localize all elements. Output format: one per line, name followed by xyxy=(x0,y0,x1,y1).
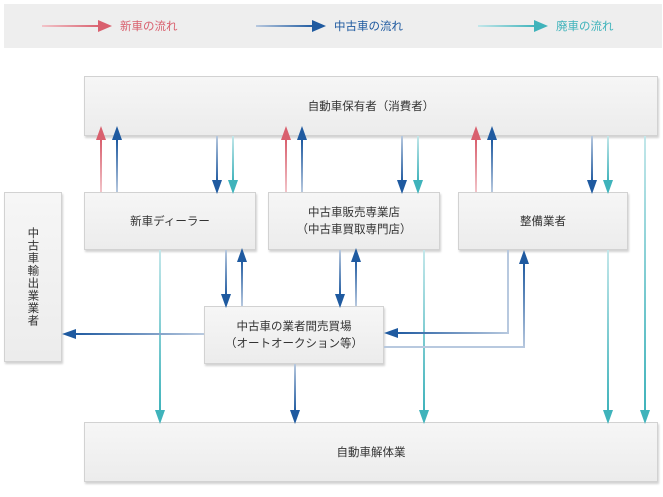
legend-new-car-arrow-icon xyxy=(42,20,112,32)
arrow-auction-to-exporter-used xyxy=(62,329,204,339)
arrow-shop-to-owner-new xyxy=(281,126,291,192)
arrow-auction-to-dealer-used xyxy=(237,248,247,306)
node-owner: 自動車保有者（消費者） xyxy=(84,76,658,136)
legend-used-car-arrow-icon xyxy=(256,20,326,32)
arrow-owner-to-dealer-used xyxy=(212,136,222,194)
arrow-shop-to-dismantler-scrap xyxy=(419,250,429,424)
node-used-shop: 中古車販売専業店 （中古車買取専門店） xyxy=(268,192,440,250)
arrow-shop-to-owner-used xyxy=(297,126,307,192)
node-auction-label: 中古車の業者間売買場 （オートオークション等） xyxy=(225,319,363,350)
node-dealer: 新車ディーラー xyxy=(84,192,256,250)
arrow-auction-to-shop-used xyxy=(351,248,361,306)
arrow-maint-to-auction-used xyxy=(384,250,509,338)
node-exporter: 中古車輸出業業者 xyxy=(4,192,62,362)
node-owner-label: 自動車保有者（消費者） xyxy=(307,98,435,113)
node-maintenance: 整備業者 xyxy=(458,192,628,250)
legend-scrap: 廃車の流れ xyxy=(478,4,614,48)
arrow-auction-to-maint-used xyxy=(384,250,529,348)
arrow-auction-to-dismantler-used xyxy=(290,364,300,424)
arrow-maint-to-dismantler-scrap xyxy=(603,250,613,424)
arrow-owner-to-maint-used xyxy=(587,136,597,194)
arrow-owner-to-dealer-scrap xyxy=(228,136,238,194)
arrow-shop-to-auction-used xyxy=(335,250,345,308)
node-exporter-label: 中古車輸出業業者 xyxy=(26,227,41,327)
node-auction: 中古車の業者間売買場 （オートオークション等） xyxy=(204,306,384,364)
node-dismantler-label: 自動車解体業 xyxy=(336,444,406,459)
arrow-dealer-to-dismantler-scrap xyxy=(155,250,165,424)
arrow-owner-to-shop-used xyxy=(397,136,407,194)
legend-new-car: 新車の流れ xyxy=(42,4,178,48)
arrow-dealer-to-owner-new xyxy=(96,126,106,192)
legend-used-car: 中古車の流れ xyxy=(256,4,403,48)
legend-scrap-arrow-icon xyxy=(478,20,548,32)
node-maintenance-label: 整備業者 xyxy=(520,213,566,228)
node-dealer-label: 新車ディーラー xyxy=(130,213,210,228)
arrow-dealer-to-owner-used xyxy=(112,126,122,192)
node-used-shop-label: 中古車販売専業店 （中古車買取専門店） xyxy=(296,205,412,236)
legend: 新車の流れ 中古車の流れ 廃車の流れ xyxy=(4,4,662,48)
legend-new-car-label: 新車の流れ xyxy=(120,19,178,33)
arrow-dealer-to-auction-used xyxy=(221,250,231,308)
arrow-owner-to-shop-scrap xyxy=(413,136,423,194)
arrow-owner-to-dismantler-scrap xyxy=(640,136,650,424)
arrow-owner-to-maint-scrap xyxy=(603,136,613,194)
arrow-maint-to-owner-new xyxy=(471,126,481,192)
legend-used-car-label: 中古車の流れ xyxy=(334,19,403,33)
arrow-maint-to-owner-used xyxy=(487,126,497,192)
legend-scrap-label: 廃車の流れ xyxy=(556,19,614,33)
node-dismantler: 自動車解体業 xyxy=(84,422,658,482)
